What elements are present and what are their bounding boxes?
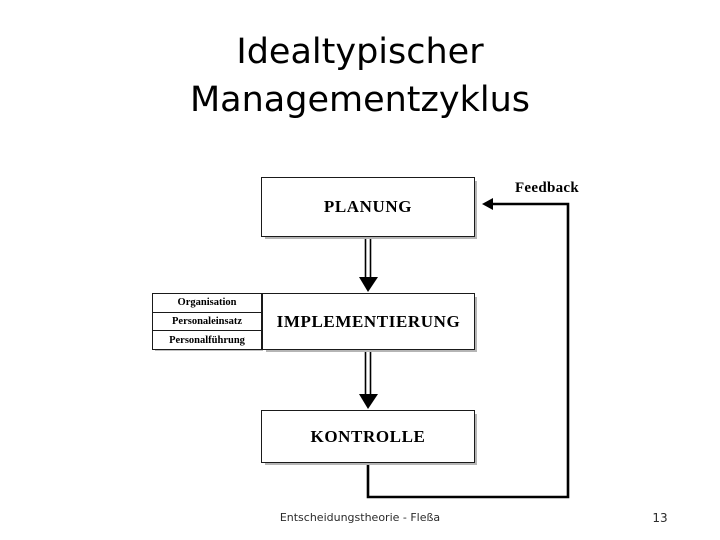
page-number: 13 (652, 511, 668, 525)
page-title: Idealtypischer Managementzyklus (0, 28, 720, 124)
process-box-kontrolle[interactable]: KONTROLLE (261, 410, 475, 463)
feedback-label: Feedback (514, 180, 580, 196)
process-box-implementierung[interactable]: IMPLEMENTIERUNG (262, 293, 475, 350)
process-box-planung-label: PLANUNG (323, 197, 413, 216)
title-line-1: Idealtypischer (236, 32, 484, 72)
title-line-2: Managementzyklus (189, 80, 531, 120)
subtask-row-personaleinsatz[interactable]: Personaleinsatz (153, 313, 261, 332)
arrow-planung-to-implementierung (359, 238, 378, 292)
process-box-kontrolle-label: KONTROLLE (310, 426, 426, 446)
subtask-row-personalfuehrung[interactable]: Personalführung (153, 331, 261, 349)
subtask-label-personaleinsatz: Personaleinsatz (172, 316, 242, 327)
footer-text: Entscheidungstheorie - Fleßa (279, 511, 441, 524)
subtask-row-organisation[interactable]: Organisation (153, 294, 261, 313)
process-box-implementierung-label: IMPLEMENTIERUNG (276, 311, 461, 331)
implementation-subtasks-table: Organisation Personaleinsatz Personalfüh… (152, 293, 262, 350)
subtask-label-personalfuehrung: Personalführung (169, 334, 245, 346)
subtask-label-organisation: Organisation (177, 297, 237, 309)
process-box-planung[interactable]: PLANUNG (261, 177, 475, 237)
arrow-implementierung-to-kontrolle (359, 351, 378, 409)
